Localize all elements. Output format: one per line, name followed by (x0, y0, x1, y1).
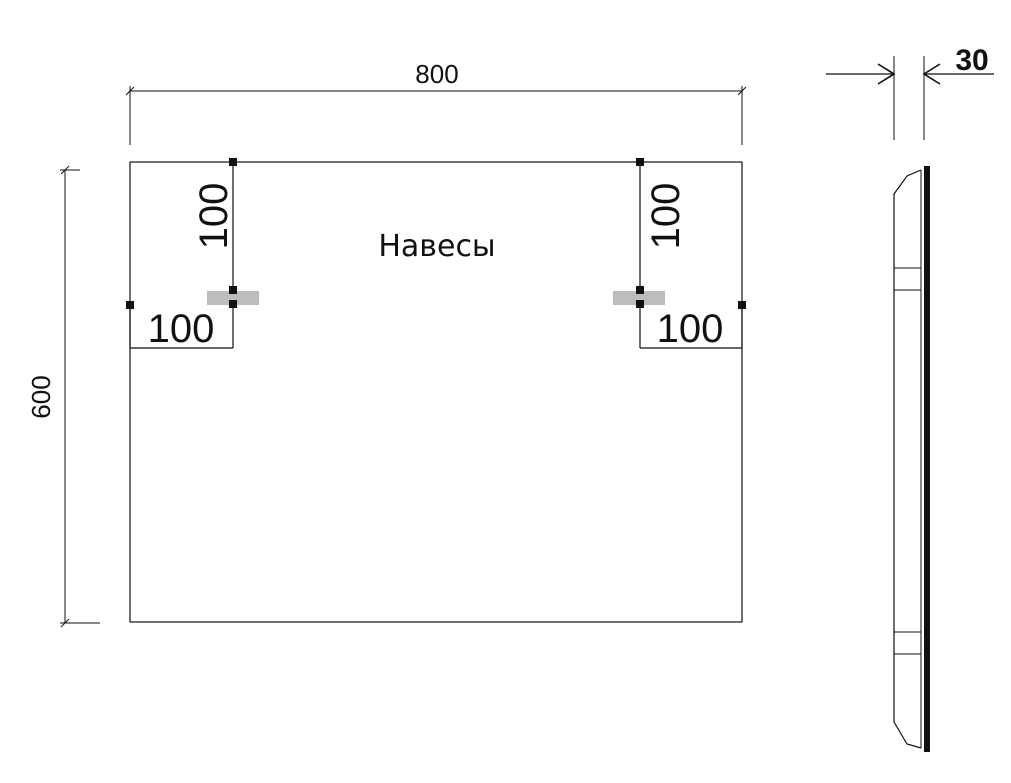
front-view: 800 600 100 100 (26, 59, 747, 628)
hanger-caption: Навесы (378, 229, 495, 264)
height-label: 600 (26, 375, 56, 418)
right-hanger (613, 291, 665, 305)
width-dimension: 800 (125, 59, 747, 145)
depth-label: 30 (955, 44, 988, 77)
depth-dimension: 30 (826, 44, 994, 140)
mirror-profile (893, 166, 930, 752)
left-hanger-group: 100 100 (126, 158, 259, 351)
height-dimension: 600 (26, 165, 100, 628)
width-label: 800 (415, 59, 458, 89)
right-hanger-group: 100 100 (613, 158, 746, 351)
left-hanger (207, 291, 259, 305)
side-view: 30 (826, 44, 994, 752)
left-hanger-vertical-offset: 100 (192, 183, 236, 250)
left-hanger-horizontal-offset: 100 (148, 307, 215, 351)
right-hanger-vertical-offset: 100 (644, 183, 688, 250)
mirror-outline (129, 161, 743, 623)
right-hanger-horizontal-offset: 100 (657, 307, 724, 351)
